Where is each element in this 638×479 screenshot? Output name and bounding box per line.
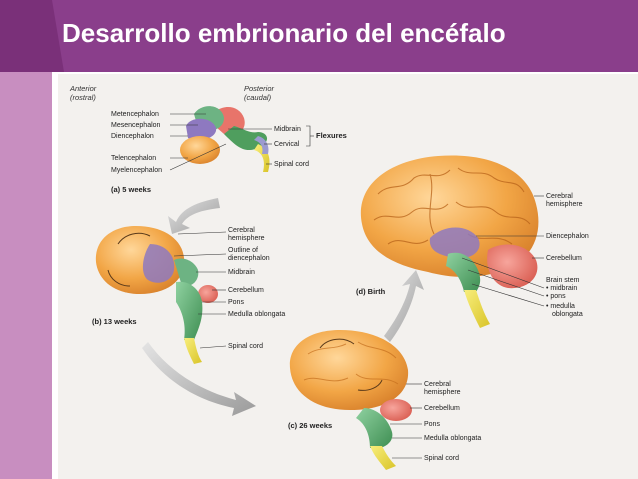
label-cerebellum-c: Cerebellum <box>424 405 460 412</box>
panel-d-birth: Cerebral hemisphere Diencephalon Cerebel… <box>356 155 589 328</box>
cerebral-hemisphere-d-shape <box>360 155 539 277</box>
label-spinal-cord-a: Spinal cord <box>274 161 309 168</box>
label-spinal-cord-c: Spinal cord <box>424 455 459 462</box>
label-cerebral-b-2: hemisphere <box>228 235 265 242</box>
label-cerebellum-b: Cerebellum <box>228 287 264 294</box>
label-midbrain-b: Midbrain <box>228 269 255 276</box>
spinal-cord-c-shape <box>370 446 396 470</box>
rostral-label: (rostral) <box>70 93 96 102</box>
arrow-a-to-b <box>168 198 220 234</box>
label-spinal-cord-b: Spinal cord <box>228 343 263 350</box>
label-pons-b: Pons <box>228 299 244 306</box>
caption-birth: (d) Birth <box>356 287 386 296</box>
label-diencephalon-d: Diencephalon <box>546 233 589 240</box>
slide-title: Desarrollo embrionario del encéfalo <box>62 18 506 48</box>
embryonic-brain-figure: Anterior (rostral) Posterior (caudal) <box>58 74 638 479</box>
label-medulla-b: Medulla oblongata <box>228 311 285 318</box>
label-diencephalon-outline-1: Outline of <box>228 247 258 254</box>
growth-arrow-c-2 <box>357 379 383 391</box>
left-accent-bar <box>0 72 52 479</box>
caudal-label: (caudal) <box>244 93 272 102</box>
medulla-c-shape <box>356 408 393 448</box>
arrow-b-to-c <box>142 342 256 416</box>
label-medulla-c: Medulla oblongata <box>424 435 481 442</box>
label-cerebral-d-1: Cerebral <box>546 193 573 200</box>
brain-stem-d-shape <box>446 252 481 292</box>
cerebral-hemisphere-c-shape <box>289 330 409 410</box>
label-medulla-d-1: • medulla <box>546 303 575 310</box>
arrow-c-to-d <box>384 270 424 342</box>
medulla-b-shape <box>176 281 203 340</box>
spinal-cord-b-shape <box>184 338 202 364</box>
midbrain-b-shape <box>174 258 199 287</box>
label-diencephalon: Diencephalon <box>111 133 154 140</box>
cervical-flexure-shape <box>254 136 269 154</box>
label-myelencephalon: Myelencephalon <box>111 167 162 174</box>
caption-13-weeks: (b) 13 weeks <box>92 317 137 326</box>
brain-development-diagram: Anterior (rostral) Posterior (caudal) <box>69 84 589 470</box>
panel-c-26-weeks: Cerebral hemisphere Cerebellum Pons Medu… <box>288 330 481 470</box>
diencephalon-d-shape <box>429 227 480 259</box>
label-cerebellum-d: Cerebellum <box>546 255 582 262</box>
growth-arrow-b-1 <box>117 232 151 245</box>
label-diencephalon-outline-2: diencephalon <box>228 255 270 262</box>
label-cerebral-d-2: hemisphere <box>546 201 583 208</box>
title-bar-accent <box>0 0 64 72</box>
panel-b-13-weeks: Cerebral hemisphere Outline of diencepha… <box>92 226 285 364</box>
label-flexures: Flexures <box>316 131 347 140</box>
label-telencephalon: Telencephalon <box>111 155 156 162</box>
growth-arrow-c-1 <box>319 338 355 349</box>
label-pons-d: • pons <box>546 293 566 300</box>
panel-a-5-weeks: Metencephalon Mesencephalon Diencephalon… <box>111 106 347 194</box>
diencephalon-outline-b-shape <box>142 244 175 283</box>
cortex-folds <box>373 167 531 245</box>
cerebellum-b-shape <box>198 285 218 303</box>
caption-26-weeks: (c) 26 weeks <box>288 421 332 430</box>
spinal-cord-d-shape <box>464 290 490 328</box>
label-mesencephalon: Mesencephalon <box>111 122 161 129</box>
diencephalon-shape <box>186 118 217 141</box>
caption-5-weeks: (a) 5 weeks <box>111 185 151 194</box>
title-bar <box>0 0 638 72</box>
label-metencephalon: Metencephalon <box>111 111 159 118</box>
label-cerebral-b-1: Cerebral <box>228 227 255 234</box>
label-brain-stem-d: Brain stem <box>546 277 580 284</box>
growth-arrow-b-2 <box>107 269 131 287</box>
label-cerebral-c-1: Cerebral <box>424 381 451 388</box>
label-midbrain-d: • midbrain <box>546 285 577 292</box>
label-cerebral-c-2: hemisphere <box>424 389 461 396</box>
cerebellum-d-shape <box>487 244 538 289</box>
telencephalon-shape <box>180 136 220 164</box>
anterior-label: Anterior <box>69 84 97 93</box>
label-pons-c: Pons <box>424 421 440 428</box>
posterior-label: Posterior <box>244 84 275 93</box>
cerebellum-c-shape <box>380 399 412 421</box>
label-cervical-flexure: Cervical <box>274 141 300 148</box>
label-medulla-d-2: oblongata <box>552 311 583 318</box>
myelencephalon-shape <box>224 126 268 151</box>
label-midbrain-flexure: Midbrain <box>274 126 301 133</box>
